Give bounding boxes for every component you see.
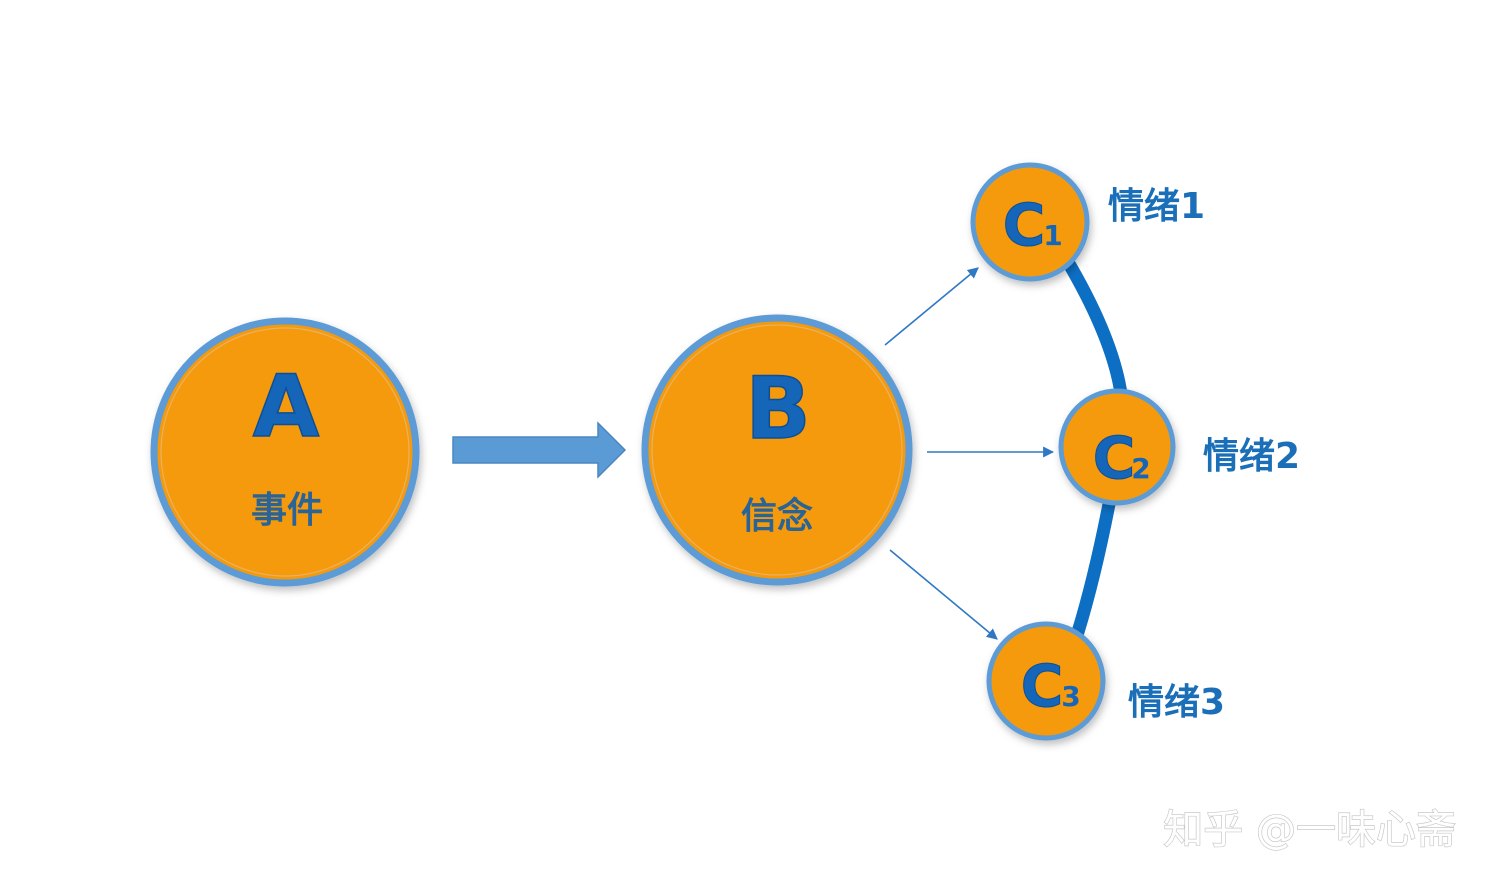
block-arrow-a-to-b: [452, 421, 627, 479]
arrow-b-to-c3: [889, 549, 998, 640]
node-c1-letter: C: [1003, 191, 1046, 259]
node-c1: C 1: [970, 162, 1090, 282]
node-c3-letter: C: [1021, 652, 1064, 720]
node-a: A 事件: [150, 317, 420, 587]
emotion-label-3: 情绪3: [1128, 682, 1225, 723]
node-b: B 信念: [641, 314, 913, 586]
node-a-letter: A: [253, 357, 320, 457]
node-b-label: 信念: [741, 495, 813, 537]
node-c1-subscript: 1: [1043, 219, 1062, 252]
node-c2-letter: C: [1093, 424, 1136, 492]
node-c3: C 3: [986, 621, 1106, 741]
node-c2: C 2: [1058, 388, 1176, 506]
node-b-letter: B: [745, 359, 811, 459]
node-a-label: 事件: [251, 490, 323, 531]
emotion-label-1: 情绪1: [1108, 186, 1205, 227]
node-c3-subscript: 3: [1061, 680, 1080, 713]
node-c2-subscript: 2: [1131, 452, 1150, 485]
emotion-label-2: 情绪2: [1203, 436, 1300, 477]
watermark-text: 知乎 @一味心斋: [1163, 807, 1456, 853]
arrow-b-to-c1: [884, 267, 979, 346]
